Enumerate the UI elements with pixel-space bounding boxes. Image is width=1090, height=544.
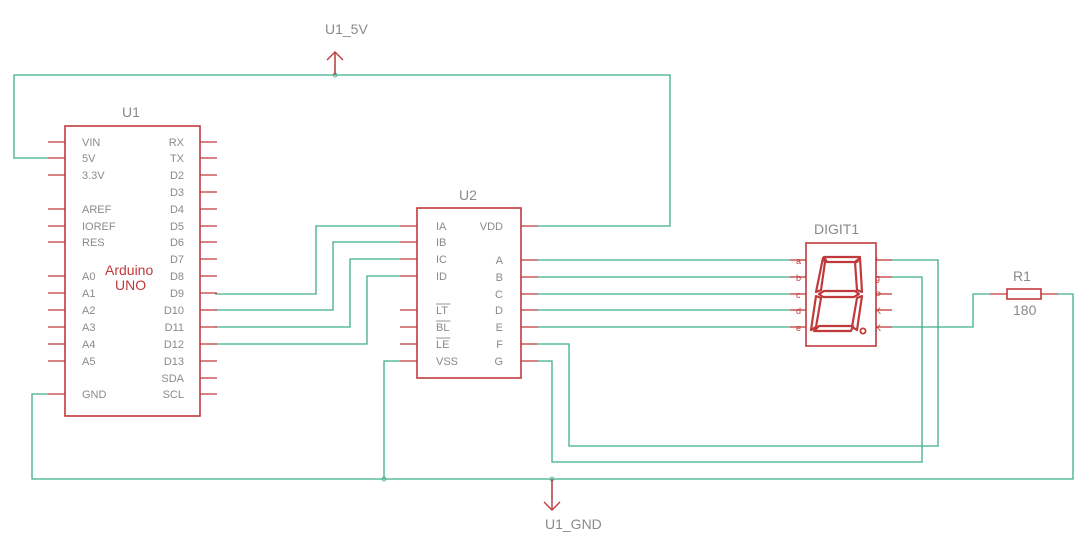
u1-right-pin-label: D8 xyxy=(170,271,184,283)
segment-a xyxy=(822,255,862,264)
u1-left-pin-label: IOREF xyxy=(82,221,116,233)
u2-right-pin-label: D xyxy=(495,305,503,317)
u2-left-pin-label: LT xyxy=(436,305,448,317)
decimal-point xyxy=(859,327,867,335)
u1-left-pin-label: A2 xyxy=(82,305,95,317)
net-label-5v: U1_5V xyxy=(325,21,368,37)
junction-dot xyxy=(381,476,387,482)
u1-refdes: U1 xyxy=(122,104,140,120)
u1-left-pin-label: A3 xyxy=(82,322,95,334)
u2-refdes: U2 xyxy=(459,187,477,203)
u1-right-pin-label: D10 xyxy=(164,305,184,317)
u2-left-pin-label: VSS xyxy=(436,356,458,368)
digit1-refdes: DIGIT1 xyxy=(814,221,859,237)
u2-left-pin-label: IA xyxy=(436,221,447,233)
segment-f xyxy=(814,256,827,294)
u1-value-line2: UNO xyxy=(115,277,146,293)
seven-segment-digit-icon xyxy=(809,255,867,335)
digit1-right-pin-label: f xyxy=(875,256,878,266)
u1-right-pin-label: D9 xyxy=(170,288,184,300)
u2-right-pin-label: VDD xyxy=(480,221,503,233)
wire-k-r1[interactable] xyxy=(892,293,990,328)
power-symbol-5v[interactable]: U1_5V xyxy=(325,21,368,75)
wire-d9-ia[interactable] xyxy=(215,225,400,295)
digit1-right-pin-label: K xyxy=(875,306,881,316)
u1-right-pin-label: D5 xyxy=(170,221,184,233)
u1-left-pin-label: A0 xyxy=(82,271,95,283)
u1-left-pin-label: AREF xyxy=(82,204,112,216)
u1-right-pin-label: D6 xyxy=(170,237,184,249)
digit1-right-pin-label: P xyxy=(875,290,881,300)
u2-right-pin-label: F xyxy=(496,339,503,351)
u1-right-pin-label: D2 xyxy=(170,170,184,182)
u1-value-line1: Arduino xyxy=(105,262,153,278)
segment-e xyxy=(809,294,823,332)
u1-left-pin-label: RES xyxy=(82,237,105,249)
segment-b xyxy=(853,256,864,294)
u1-right-pin-label: D13 xyxy=(164,356,184,368)
u1-right-pin-label: SDA xyxy=(161,373,184,385)
wire-d12-id[interactable] xyxy=(215,275,400,345)
u2-right-pin-label: A xyxy=(496,255,504,267)
u2-left-pin-label: IB xyxy=(436,237,446,249)
digit1-left-pin-label: a xyxy=(796,256,801,266)
u1-left-pin-label: A5 xyxy=(82,356,95,368)
wire-5v[interactable] xyxy=(13,74,671,227)
u1-left-pin-label: VIN xyxy=(82,137,100,149)
r1-value: 180 xyxy=(1013,302,1037,318)
u1-left-pin-label: 3.3V xyxy=(82,170,105,182)
segment-g xyxy=(817,289,861,299)
u1-left-pin-label: 5V xyxy=(82,153,96,165)
component-r1-resistor[interactable]: R1 180 xyxy=(990,268,1058,318)
power-symbol-gnd[interactable]: U1_GND xyxy=(543,479,602,532)
wire-d10-ib[interactable] xyxy=(215,241,400,311)
u2-left-pin-label: ID xyxy=(436,271,447,283)
component-u1-arduino[interactable]: U1 Arduino UNO VIN 5V 3.3V AREF IOREF RES A0A1… xyxy=(48,104,217,417)
u2-body xyxy=(416,207,522,379)
u1-left-pin-label: A4 xyxy=(82,339,95,351)
segment-d xyxy=(812,324,855,333)
r1-refdes: R1 xyxy=(1013,268,1031,284)
u1-left-pin-label: GND xyxy=(82,389,107,401)
u1-right-pin-label: D7 xyxy=(170,254,184,266)
u2-left-pin-label: LE xyxy=(436,339,449,351)
digit1-right-pin-label: K xyxy=(875,323,881,333)
u2-left-pin-label: BL xyxy=(436,322,449,334)
wire-g-g[interactable] xyxy=(538,276,923,463)
r1-body xyxy=(1006,288,1042,300)
u2-left-pins: IA IB IC ID LT BL LE VSS xyxy=(400,221,458,368)
u1-right-pin-label: RX xyxy=(169,137,185,149)
u1-right-pin-label: D3 xyxy=(170,187,184,199)
u1-right-pin-label: D12 xyxy=(164,339,184,351)
u2-right-pin-label: C xyxy=(495,289,503,301)
wire-gnd-u2-vss[interactable] xyxy=(383,360,400,479)
u1-left-pin-label: A1 xyxy=(82,288,95,300)
u1-right-pin-label: D11 xyxy=(165,322,184,334)
u2-right-pin-label: E xyxy=(496,322,503,334)
u2-right-pin-label: G xyxy=(494,356,503,368)
u1-right-pin-label: TX xyxy=(170,153,185,165)
digit1-left-pin-label: e xyxy=(796,323,801,333)
net-label-gnd: U1_GND xyxy=(545,516,602,532)
wire-d11-ic[interactable] xyxy=(215,258,400,328)
down-arrow-icon xyxy=(543,501,561,511)
digit1-left-pin-label: d xyxy=(796,306,801,316)
digit1-left-pin-label: c xyxy=(796,290,801,300)
digit1-left-pin-label: b xyxy=(796,273,801,283)
u2-right-pin-label: B xyxy=(496,272,503,284)
digit1-right-pin-label: g xyxy=(875,273,880,283)
u1-right-pin-label: SCL xyxy=(163,389,184,401)
u1-body xyxy=(64,125,201,417)
wire-f-f[interactable] xyxy=(538,259,939,447)
u1-right-pin-label: D4 xyxy=(170,204,184,216)
u2-left-pin-label: IC xyxy=(436,254,447,266)
